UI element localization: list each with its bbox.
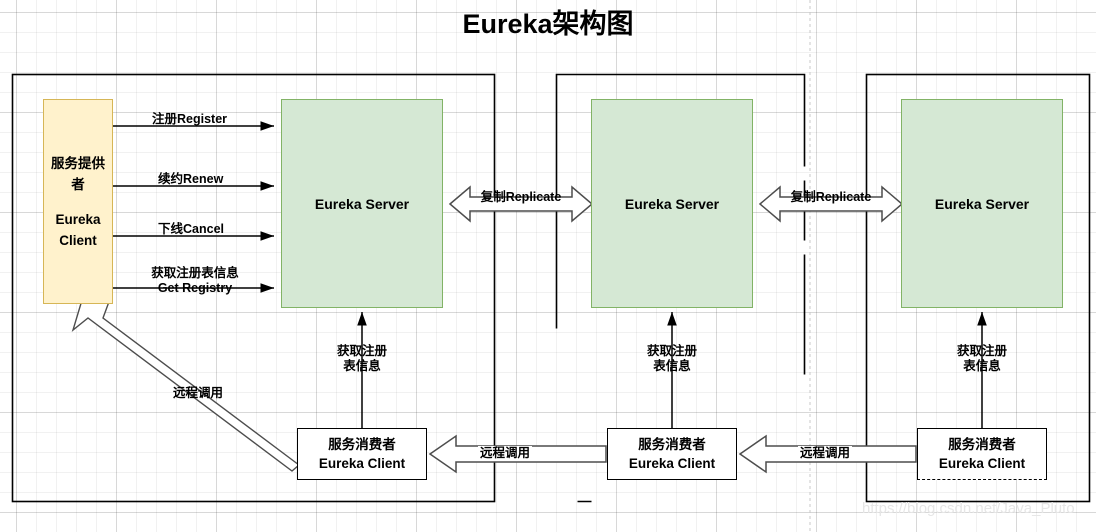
edge-label-fetch-3-line2: 表信息 <box>963 359 1001 373</box>
edge-label-replicate-2: 复制Replicate <box>790 190 872 204</box>
edge-label-replicate-1: 复制Replicate <box>480 190 562 204</box>
server-label: Eureka Server <box>314 195 410 212</box>
edge-label-fetch-1-line2: 表信息 <box>343 359 381 373</box>
edge-label-register: 注册Register <box>152 112 228 126</box>
eureka-server-node-3[interactable]: Eureka Server <box>901 99 1063 308</box>
provider-label-line4: Client <box>59 232 97 248</box>
server-label: Eureka Server <box>624 195 720 212</box>
consumer-label-line1: 服务消费者 <box>328 437 396 452</box>
provider-label-line2: 者 <box>71 176 85 192</box>
service-consumer-node-2[interactable]: 服务消费者 Eureka Client <box>607 428 737 480</box>
edge-label-remote-call-2: 远程调用 <box>798 446 853 461</box>
service-consumer-node-3[interactable]: 服务消费者 Eureka Client <box>917 428 1047 480</box>
edge-label-get-registry-en: Get Registry <box>157 281 233 295</box>
edge-label-fetch-2-line1: 获取注册 <box>646 344 697 358</box>
edge-label-remote-call-diagonal: 远程调用 <box>173 386 224 400</box>
page-title: Eureka架构图 <box>462 9 634 39</box>
edge-label-fetch-2-line2: 表信息 <box>653 359 691 373</box>
consumer-label-line2: Eureka Client <box>318 456 406 471</box>
edge-label-get-registry-cn: 获取注册表信息 <box>151 266 239 280</box>
eureka-server-node-2[interactable]: Eureka Server <box>591 99 753 308</box>
consumer-label-line1: 服务消费者 <box>948 437 1016 452</box>
server-label: Eureka Server <box>934 195 1030 212</box>
edge-label-fetch-3-line1: 获取注册 <box>956 344 1007 358</box>
service-consumer-node-1[interactable]: 服务消费者 Eureka Client <box>297 428 427 480</box>
watermark: https://blog.csdn.net/Java_Pluto <box>862 500 1075 517</box>
edge-label-fetch-1-line1: 获取注册 <box>336 344 387 358</box>
provider-label-line1: 服务提供 <box>51 155 105 171</box>
edge-label-cancel: 下线Cancel <box>158 222 224 236</box>
provider-label-line3: Eureka <box>55 211 101 227</box>
service-provider-node[interactable]: 服务提供 者 Eureka Client <box>43 99 113 304</box>
group-container-3 <box>865 73 1091 503</box>
consumer-label-line2: Eureka Client <box>628 456 716 471</box>
edge-label-remote-call-1: 远程调用 <box>478 446 533 461</box>
consumer-label-line1: 服务消费者 <box>638 437 706 452</box>
consumer-label-line2: Eureka Client <box>938 456 1026 471</box>
edge-remote-call-diagonal <box>71 298 301 472</box>
group-container-2 <box>555 73 806 503</box>
group-container-1 <box>11 73 496 503</box>
edge-label-renew: 续约Renew <box>158 172 224 186</box>
eureka-server-node-1[interactable]: Eureka Server <box>281 99 443 308</box>
